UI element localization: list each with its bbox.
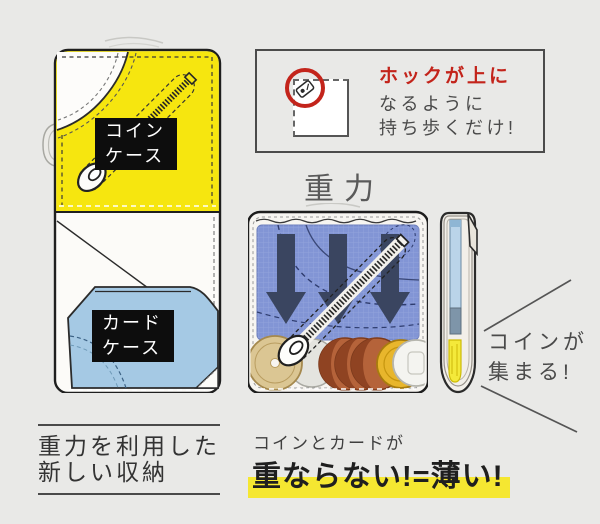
instruction-line2: なるように [379, 94, 487, 114]
side-view-wallet-illustration [439, 211, 478, 394]
snap-highlight-circle-icon [285, 68, 325, 108]
coin-case-label-line2: ケース [105, 146, 165, 166]
feature-caption-line1: 重力を利用した [38, 433, 220, 459]
caption-rule-top [38, 424, 220, 426]
annotation-lines [480, 279, 578, 433]
card-case-label: カード ケース [92, 310, 174, 362]
instruction-text: ホックが上に なるように 持ち歩くだけ! [379, 65, 517, 140]
card-case-label-line1: カード [102, 313, 162, 333]
coins-gather-note: コインが 集まる! [488, 328, 588, 388]
benefit-caption-part1: 重ならない!= [252, 461, 431, 493]
coins-gather-line2: 集まる! [488, 361, 573, 384]
feature-caption-line2: 新しい収納 [38, 459, 168, 485]
ghost-flap-outline [42, 36, 164, 167]
coin-case-label-line1: コイン [105, 121, 165, 141]
caption-rule-bottom [38, 493, 220, 495]
snap-hook-icon [295, 80, 315, 98]
instruction-line1: ホックが上に [379, 66, 512, 87]
benefit-caption-part2: 薄い! [430, 460, 504, 493]
feature-caption: 重力を利用した 新しい収納 [38, 424, 220, 495]
card-case-label-line2: ケース [102, 338, 162, 358]
instruction-box: ホックが上に なるように 持ち歩くだけ! [255, 49, 545, 153]
feature-caption-text: 重力を利用した 新しい収納 [38, 433, 220, 485]
benefit-caption-line2: 重ならない!=薄い! [248, 451, 510, 498]
flap-edge-line [255, 218, 417, 224]
middle-zipper [277, 233, 410, 367]
ghost-flap-outline [305, 203, 361, 208]
instruction-line3: 持ち歩くだけ! [379, 118, 517, 138]
cards-stack [449, 219, 462, 335]
zipper-pull [277, 334, 310, 367]
coin-case-label: コイン ケース [95, 118, 177, 170]
benefit-caption-line1: コインとカードが [253, 434, 405, 453]
gathered-coins [448, 339, 462, 383]
side-flap [467, 213, 478, 257]
white-coin-icon [392, 339, 426, 387]
gravity-wallet-illustration [248, 203, 428, 393]
gravity-label: 重力 [304, 173, 384, 206]
coins-gather-line1: コインが [488, 331, 588, 354]
coins-row [250, 335, 426, 391]
